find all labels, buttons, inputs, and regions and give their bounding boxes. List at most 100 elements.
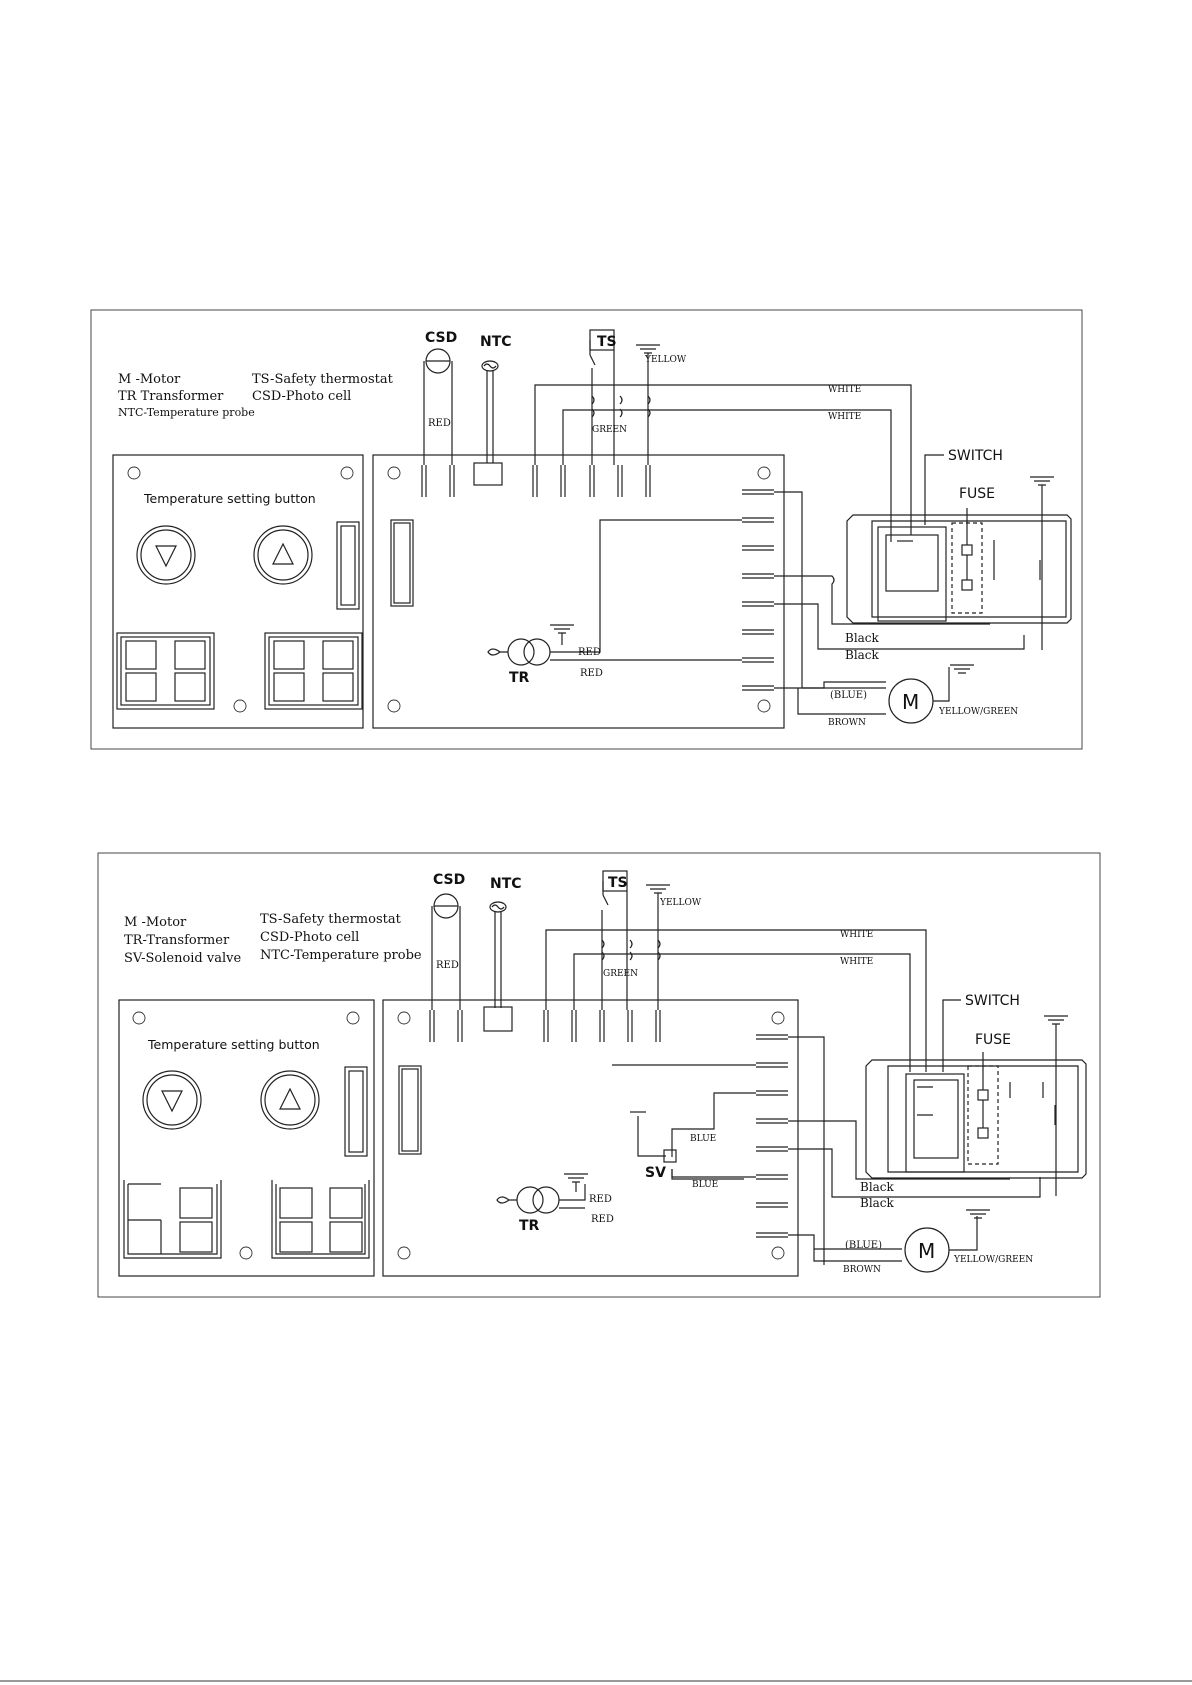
power-inlet-assembly: SWITCH FUSE	[865, 993, 1087, 1196]
legend-item: NTC-Temperature probe	[118, 406, 255, 419]
ground-icon	[646, 884, 670, 1010]
ground-icon	[966, 1209, 990, 1219]
legend-item: TS-Safety thermostat	[252, 372, 394, 387]
wire-color-label: GREEN	[603, 969, 638, 979]
temperature-setting-label: Temperature setting button	[143, 491, 316, 506]
diagram-1-frame	[90, 309, 1083, 750]
legend-item: M -Motor	[124, 915, 187, 930]
right-terminals	[742, 489, 774, 691]
transformer-icon: TR RED RED	[496, 1173, 614, 1234]
display-window	[336, 521, 360, 610]
legend-item: TS-Safety thermostat	[260, 912, 402, 927]
csd-label: CSD	[433, 872, 465, 888]
ground-icon	[1030, 476, 1054, 650]
wire-color-label: Black	[860, 1196, 895, 1210]
wire-color-label: RED	[580, 668, 603, 679]
diagram-2-frame	[97, 852, 1101, 1298]
resistor-icon	[481, 360, 499, 372]
safety-thermostat: TS YELLOW	[589, 329, 687, 465]
wire-color-label: RED	[428, 418, 451, 429]
wire-color-label: WHITE	[828, 412, 861, 422]
ground-icon	[636, 344, 660, 465]
mount-hole-icon	[397, 1011, 411, 1025]
wires-top: WHITE WHITE GREEN	[534, 384, 912, 542]
wire-color-label: YELLOW/GREEN	[953, 1255, 1033, 1265]
wire-color-label: YELLOW	[644, 355, 687, 365]
switch-label: SWITCH	[948, 448, 1003, 464]
switch-label: SWITCH	[965, 993, 1020, 1009]
legend-item: NTC-Temperature probe	[260, 948, 422, 963]
right-terminals	[756, 1034, 788, 1238]
seven-segment-display-right	[271, 1180, 370, 1259]
motor-label: M	[902, 690, 919, 714]
wire-color-label: BLUE	[690, 1134, 716, 1144]
wire-color-label: (BLUE)	[830, 690, 867, 701]
mount-hole-icon	[340, 466, 354, 480]
down-arrow-button-icon	[142, 1070, 202, 1130]
wire-color-label: Black	[845, 631, 880, 645]
wire-color-label: (BLUE)	[845, 1240, 882, 1251]
main-pcb-1	[372, 454, 785, 729]
ground-icon	[950, 664, 974, 674]
csd-photo-cell: CSD RED	[423, 330, 457, 465]
mount-hole-icon	[771, 1246, 785, 1260]
wires-black: Black Black	[788, 1036, 1041, 1265]
mount-hole-icon	[771, 1011, 785, 1025]
legend-item: TR Transformer	[118, 389, 224, 404]
wire-color-label: WHITE	[840, 957, 873, 967]
seven-segment-display-right	[264, 632, 363, 710]
down-arrow-button-icon	[136, 525, 196, 585]
diagram-1-legend: M -Motor TR Transformer NTC-Temperature …	[118, 372, 394, 419]
wire-color-label: RED	[589, 1194, 612, 1205]
wire-color-label: WHITE	[828, 385, 861, 395]
seven-segment-display-left	[116, 632, 215, 710]
ntc-probe: NTC	[489, 876, 522, 1008]
mount-hole-icon	[127, 466, 141, 480]
safety-thermostat: TS YELLOW	[601, 870, 702, 1010]
mount-hole-icon	[757, 699, 771, 713]
wire-color-label: RED	[436, 960, 459, 971]
ntc-label: NTC	[490, 876, 522, 892]
wire-color-label: RED	[578, 647, 601, 658]
mount-hole-icon	[239, 1246, 253, 1260]
mount-hole-icon	[346, 1011, 360, 1025]
fuse-label: FUSE	[959, 486, 995, 502]
transformer-icon: TR RED RED	[487, 519, 742, 686]
ground-icon	[1044, 1015, 1068, 1196]
wire-color-label: YELLOW/GREEN	[938, 707, 1018, 717]
solenoid-valve-icon	[663, 1149, 677, 1163]
main-pcb-2	[382, 999, 799, 1277]
legend-item: CSD-Photo cell	[260, 930, 359, 945]
mount-hole-icon	[757, 466, 771, 480]
resistor-icon	[489, 901, 507, 913]
wires-top: WHITE WHITE GREEN	[545, 929, 927, 1072]
top-terminals	[429, 1006, 661, 1042]
seven-segment-display-left	[123, 1180, 222, 1259]
wire-color-label: RED	[591, 1214, 614, 1225]
wire-color-label: YELLOW	[659, 898, 702, 908]
ts-label: TS	[597, 334, 617, 350]
mount-hole-icon	[233, 699, 247, 713]
top-terminals	[421, 462, 651, 497]
mount-hole-icon	[132, 1011, 146, 1025]
temperature-setting-label: Temperature setting button	[147, 1037, 320, 1052]
mount-hole-icon	[397, 1246, 411, 1260]
wire-color-label: BROWN	[843, 1265, 881, 1275]
pcb-connector-slot	[398, 1065, 422, 1155]
wire-color-label: WHITE	[840, 930, 873, 940]
switch-icon	[877, 526, 947, 622]
motor-2: (BLUE) BROWN M YELLOW/GREEN	[788, 1209, 1033, 1275]
up-arrow-button-icon	[253, 525, 313, 585]
csd-photo-cell: CSD RED	[431, 872, 465, 1010]
wire-color-label: BLUE	[692, 1180, 718, 1190]
legend-item: CSD-Photo cell	[252, 389, 351, 404]
wire-color-label: GREEN	[592, 425, 627, 435]
display-window	[344, 1066, 368, 1157]
wires-black: Black Black	[774, 491, 1025, 689]
ground-icon	[550, 624, 574, 645]
ground-icon	[564, 1173, 588, 1192]
fuse-label: FUSE	[975, 1032, 1011, 1048]
sv-label: SV	[645, 1165, 666, 1181]
ts-label: TS	[608, 875, 628, 891]
